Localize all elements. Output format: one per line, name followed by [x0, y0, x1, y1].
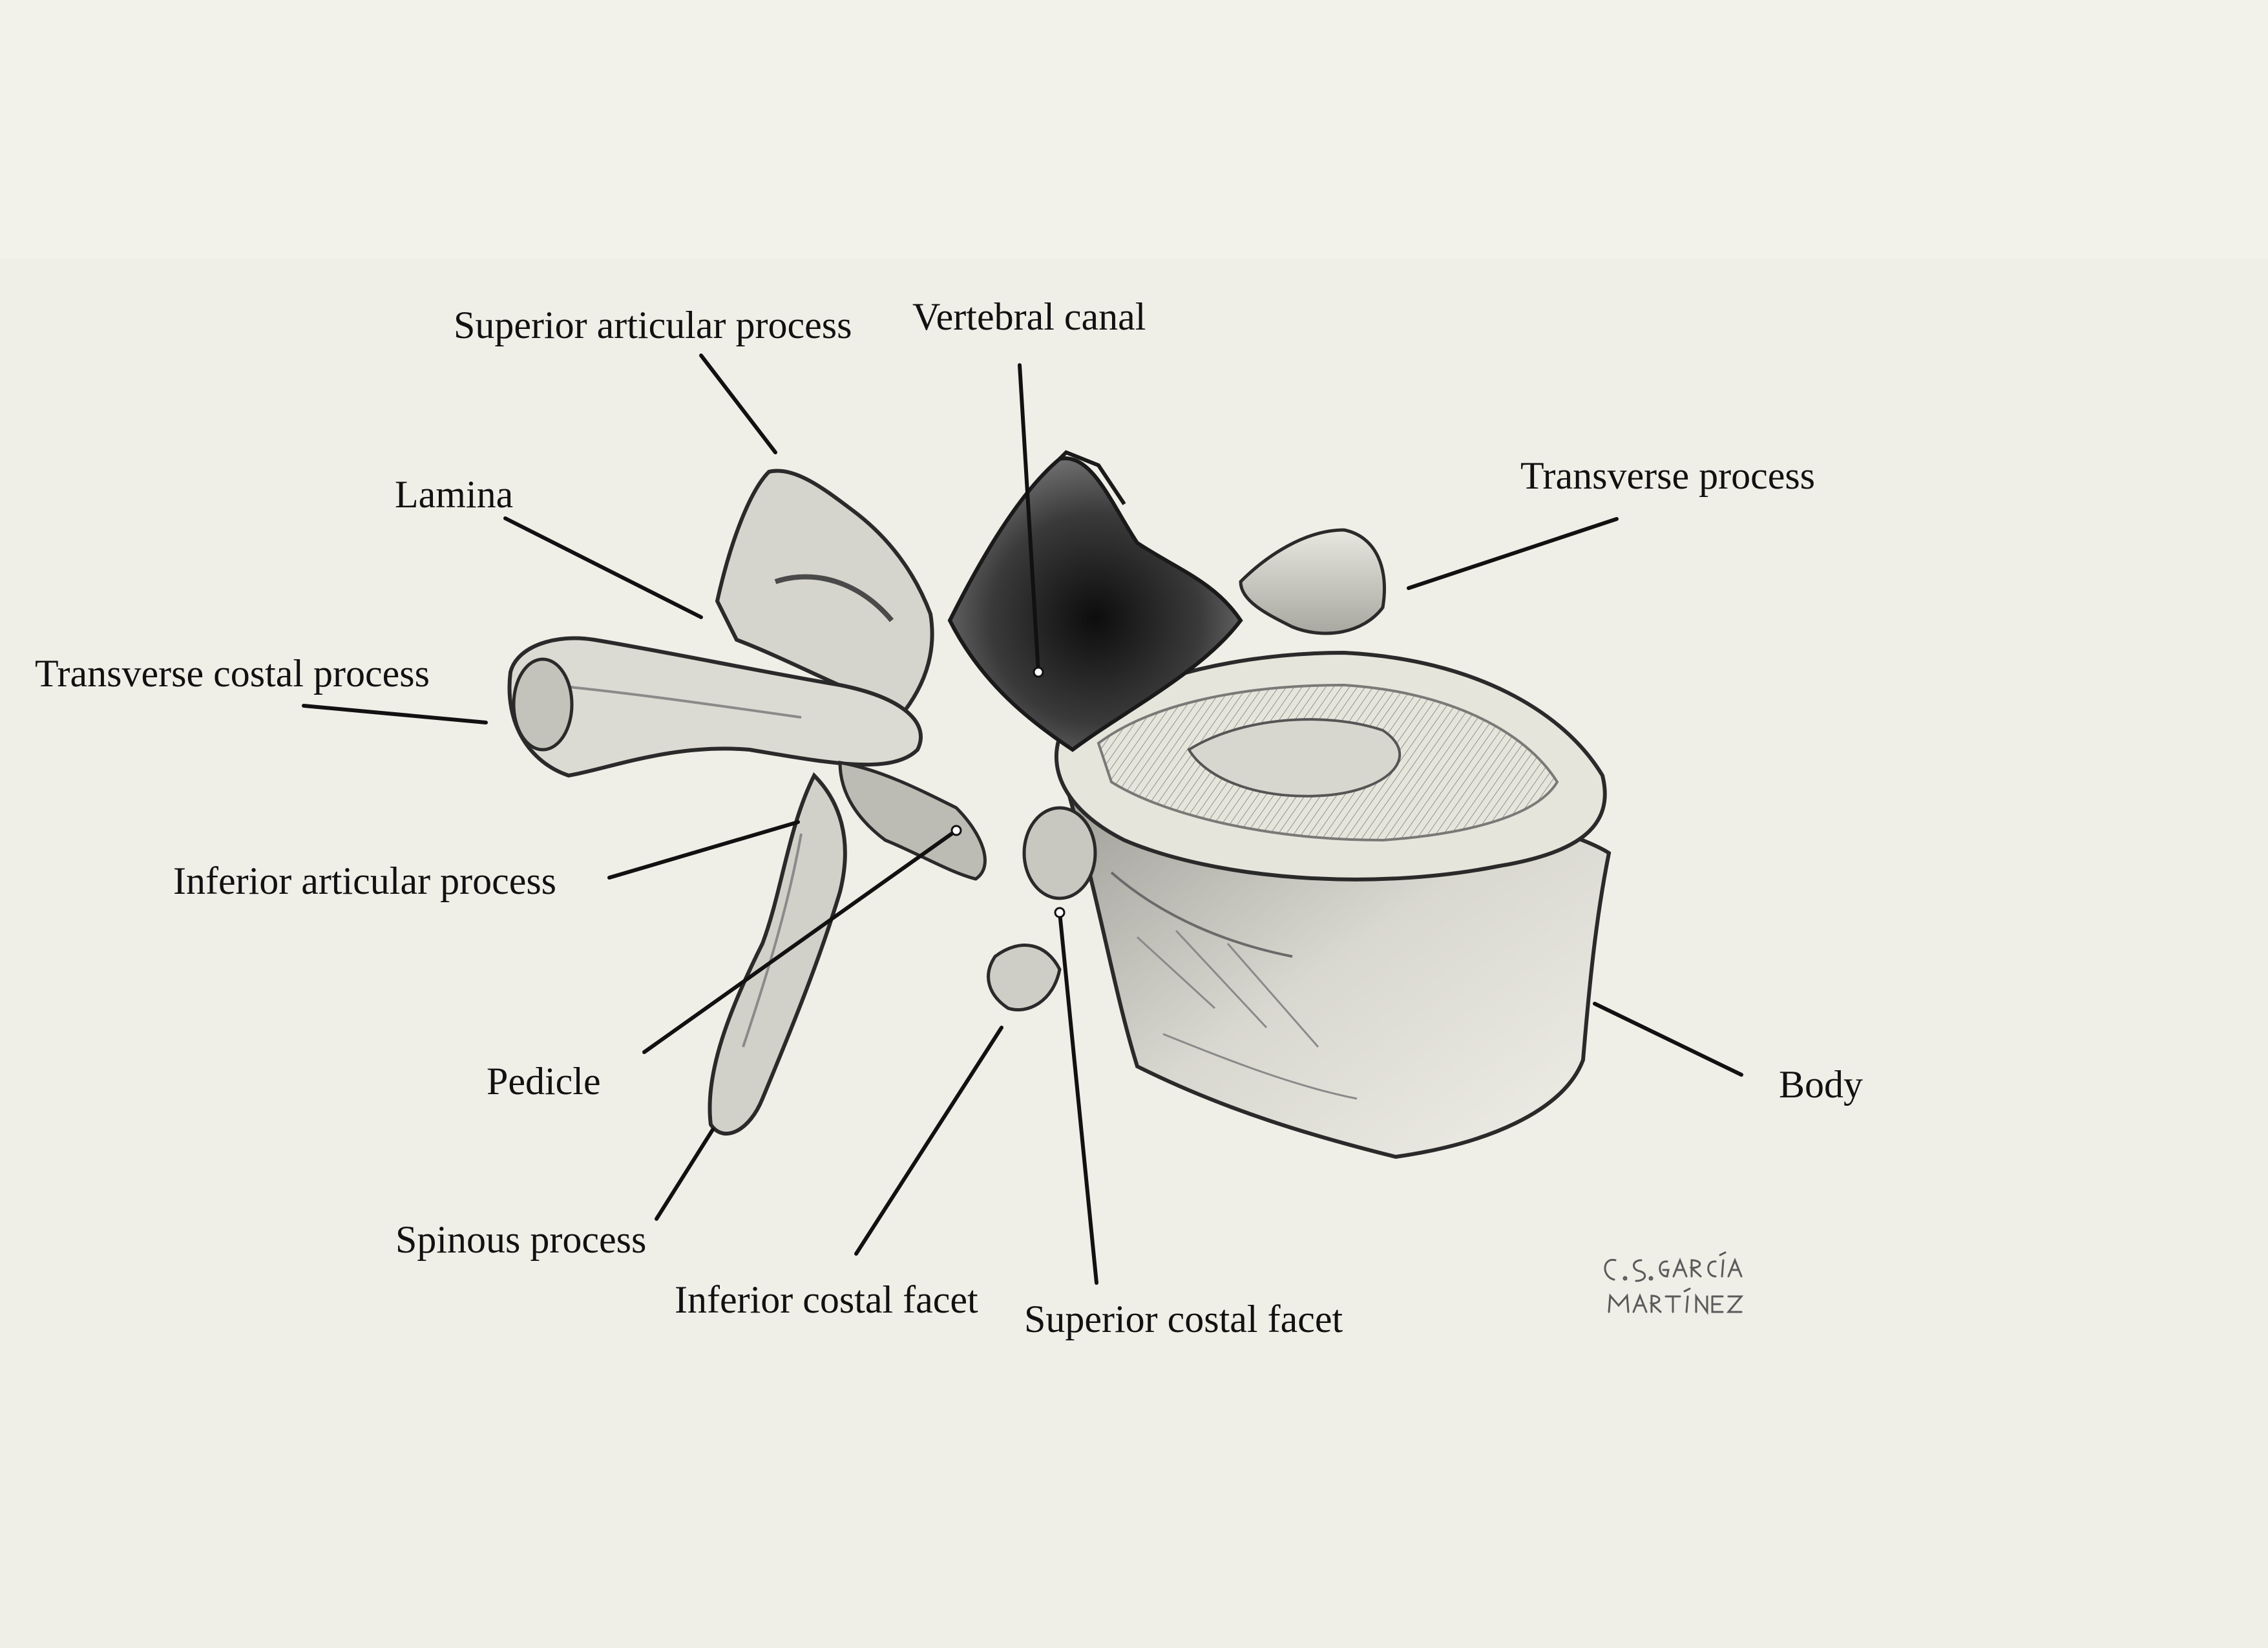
- leader-superior-costal: [1058, 911, 1098, 1285]
- artist-signature: [1604, 1251, 1744, 1315]
- leader-lamina: [503, 516, 703, 619]
- label-inferior-costal-facet: Inferior costal facet: [675, 1278, 978, 1321]
- label-lamina: Lamina: [395, 473, 514, 516]
- leader-transverse-costal: [302, 704, 488, 724]
- leader-vertebral-canal: [1018, 363, 1040, 674]
- inferior-costal-facet-shape: [987, 944, 1062, 1011]
- label-transverse-process: Transverse process: [1520, 454, 1816, 497]
- label-vertebral-canal: Vertebral canal: [912, 295, 1146, 338]
- leader-endpoints: [950, 666, 1066, 918]
- label-superior-articular-process: Superior articular process: [454, 304, 852, 346]
- label-body: Body: [1779, 1063, 1864, 1106]
- label-superior-costal-facet: Superior costal facet: [1024, 1298, 1343, 1340]
- pedicle-shape: [838, 761, 987, 881]
- leader-superior-articular: [699, 354, 777, 454]
- label-pedicle: Pedicle: [487, 1060, 601, 1103]
- label-spinous-process: Spinous process: [395, 1218, 647, 1261]
- label-transverse-costal-process: Transverse costal process: [35, 652, 430, 695]
- leader-inferior-costal: [854, 1026, 1003, 1256]
- label-inferior-articular-process: Inferior articular process: [173, 860, 557, 902]
- transverse-costal-process-shape: [507, 636, 923, 778]
- leader-body: [1593, 1002, 1743, 1077]
- leader-spinous: [655, 1128, 715, 1221]
- leader-lines: [302, 354, 1743, 1285]
- vertebral-canal-shape: [947, 456, 1243, 752]
- superior-costal-facet-shape: [1022, 806, 1097, 900]
- leader-pedicle: [642, 829, 958, 1054]
- leader-transverse-process: [1407, 517, 1619, 590]
- right-transverse-process-shape: [1239, 528, 1386, 635]
- leader-inferior-articular: [607, 820, 800, 880]
